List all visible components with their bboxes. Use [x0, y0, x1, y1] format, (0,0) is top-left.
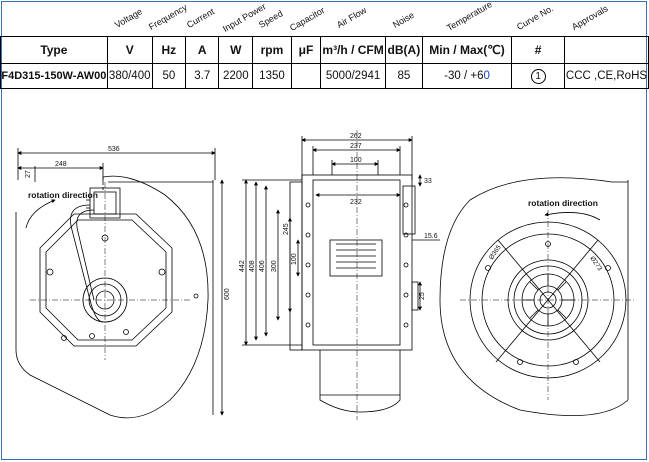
value-approvals: CCC ,CE,RoHS	[563, 63, 649, 89]
dim-262: 262	[350, 133, 362, 140]
dim-536: 536	[108, 146, 120, 153]
col-airflow: m³/h / CFM	[320, 36, 386, 64]
dim-245: 245	[283, 223, 290, 235]
spec-value-row: F4D315-150W-AW00 380/400 50 3.7 2200 135…	[0, 63, 649, 89]
value-airflow: 5000/2941	[320, 63, 386, 89]
value-power: 2200	[218, 63, 254, 89]
value-current: 3.7	[185, 63, 220, 89]
col-capacitor: μF	[290, 36, 322, 64]
dim-diameter-365: Ø365	[488, 244, 503, 261]
dim-33: 33	[424, 178, 432, 185]
dim-27: 27	[25, 170, 32, 178]
value-curve: 1	[511, 63, 565, 89]
dim-100-top: 100	[350, 157, 362, 164]
col-power: W	[218, 36, 254, 64]
dim-406: 406	[259, 260, 266, 272]
right-rotation-label: rotation direction	[528, 198, 598, 208]
left-rotation-label: rotation direction	[28, 190, 98, 200]
dim-408: 408	[249, 260, 256, 272]
col-curve: #	[511, 36, 565, 64]
value-temperature-last-digit: 0	[483, 70, 490, 82]
dim-25: 25	[419, 292, 426, 300]
dim-diameter-273: Ø273	[588, 255, 603, 272]
dim-232: 232	[350, 199, 362, 206]
value-frequency: 50	[151, 63, 187, 89]
dim-248: 248	[55, 161, 67, 168]
value-temperature-range: -30 / +6	[444, 70, 484, 82]
spec-header-row: Type V Hz A W rpm μF m³/h / CFM dB(A) Mi…	[0, 36, 649, 64]
value-noise: 85	[384, 63, 423, 89]
dim-100-vertical: 100	[291, 253, 298, 265]
spec-table: Type V Hz A W rpm μF m³/h / CFM dB(A) Mi…	[0, 36, 649, 89]
value-type: F4D315-150W-AW00	[0, 63, 108, 89]
dim-15-6: 15.6	[424, 233, 438, 240]
middle-view	[242, 130, 440, 420]
col-current: A	[185, 36, 220, 64]
curve-number-circle: 1	[530, 68, 546, 84]
col-speed: rpm	[252, 36, 292, 64]
right-view	[439, 177, 636, 417]
col-voltage: V	[106, 36, 153, 64]
value-speed: 1350	[252, 63, 292, 89]
dim-237: 237	[350, 143, 362, 150]
dim-600: 600	[224, 288, 231, 300]
dim-442: 442	[239, 260, 246, 272]
left-view	[15, 148, 224, 419]
value-voltage: 380/400	[106, 63, 153, 89]
dim-300: 300	[271, 260, 278, 272]
value-temperature: -30 / +60	[421, 63, 513, 89]
col-approvals	[563, 36, 649, 64]
